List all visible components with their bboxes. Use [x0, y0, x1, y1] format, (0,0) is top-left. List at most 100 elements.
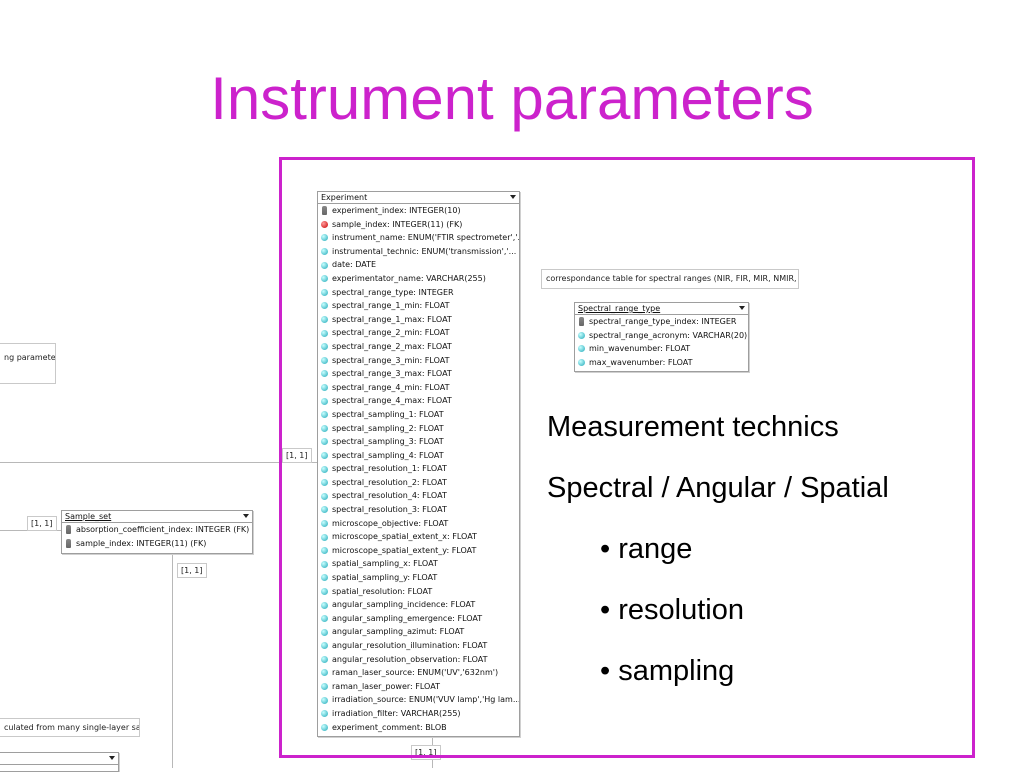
primary-key-icon [322, 206, 327, 216]
column-icon [321, 316, 328, 324]
entity-field-row[interactable]: experiment_index: INTEGER(10) [318, 204, 519, 218]
entity-field-row[interactable]: instrument_name: ENUM('FTIR spectrometer… [318, 231, 519, 245]
entity-field-label: max_wavenumber: FLOAT [589, 357, 693, 367]
entity-field-row[interactable]: instrumental_technic: ENUM('transmission… [318, 245, 519, 259]
chevron-down-icon[interactable] [510, 195, 516, 199]
entity-field-row[interactable]: spectral_sampling_4: FLOAT [318, 449, 519, 463]
connector-line [0, 462, 318, 463]
column-icon [321, 696, 328, 704]
entity-field-label: raman_laser_power: FLOAT [332, 681, 440, 691]
entity-field-row[interactable]: spectral_range_2_min: FLOAT [318, 326, 519, 340]
entity-field-label: spectral_range_2_min: FLOAT [332, 328, 450, 338]
entity-field-row[interactable]: angular_resolution_observation: FLOAT [318, 653, 519, 667]
entity-field-row[interactable]: spectral_range_type_index: INTEGER [575, 315, 748, 329]
entity-field-row[interactable]: irradiation_filter: VARCHAR(255) [318, 707, 519, 721]
entity-field-row[interactable]: angular_sampling_azimut: FLOAT [318, 625, 519, 639]
entity-field-row[interactable]: spatial_resolution: FLOAT [318, 585, 519, 599]
entity-field-row[interactable]: spectral_resolution_4: FLOAT [318, 489, 519, 503]
column-icon [321, 628, 328, 636]
chevron-down-icon[interactable] [109, 756, 115, 760]
entity-field-row[interactable]: microscope_objective: FLOAT [318, 517, 519, 531]
entity-field-label: sample_index: INTEGER(11) (FK) [76, 538, 207, 548]
entity-field-row[interactable]: sample_index: INTEGER(11) (FK) [62, 537, 252, 551]
column-icon [578, 331, 585, 339]
entity-field-row[interactable]: raman_laser_power: FLOAT [318, 680, 519, 694]
entity-field-row[interactable]: absorption_coefficient_index: INTEGER (F… [62, 523, 252, 537]
entity-field-row[interactable]: spectral_range_acronym: VARCHAR(20) [575, 329, 748, 343]
entity-sample-set[interactable]: Sample_set absorption_coefficient_index:… [61, 510, 253, 554]
foreign-key-icon [321, 220, 328, 228]
column-icon [321, 723, 328, 731]
entity-title: Spectral_range_type [578, 304, 661, 313]
entity-field-row[interactable]: date: DATE [318, 258, 519, 272]
entity-field-row[interactable]: max_wavenumber: FLOAT [575, 356, 748, 370]
entity-field-label: spectral_resolution_4: FLOAT [332, 491, 447, 501]
entity-field-row[interactable]: angular_sampling_emergence: FLOAT [318, 612, 519, 626]
entity-spectral-range-type[interactable]: Spectral_range_type spectral_range_type_… [574, 302, 749, 372]
column-icon [321, 669, 328, 677]
column-icon [321, 506, 328, 514]
column-icon [321, 492, 328, 500]
highlight-frame [279, 157, 975, 758]
column-icon [321, 411, 328, 419]
entity-field-row[interactable]: spectral_range_3_max: FLOAT [318, 367, 519, 381]
column-icon [321, 655, 328, 663]
column-icon [321, 234, 328, 242]
entity-field-label: microscope_objective: FLOAT [332, 518, 449, 528]
entity-field-row[interactable]: raman_laser_source: ENUM('UV','632nm') [318, 666, 519, 680]
entity-field-row[interactable]: sample_index: INTEGER(11) (FK) [318, 218, 519, 232]
entity-field-row[interactable]: irradiation_source: ENUM('VUV lamp','Hg … [318, 693, 519, 707]
entity-field-label: irradiation_filter: VARCHAR(255) [332, 708, 461, 718]
entity-field-row[interactable]: angular_sampling_incidence: FLOAT [318, 598, 519, 612]
entity-field-label: spectral_sampling_1: FLOAT [332, 409, 444, 419]
column-icon [321, 370, 328, 378]
entity-field-row[interactable]: spectral_sampling_1: FLOAT [318, 408, 519, 422]
entity-header[interactable]: Spectral_range_type [575, 303, 748, 315]
entity-field-label: spectral_range_1_min: FLOAT [332, 301, 450, 311]
entity-field-row[interactable]: microscope_spatial_extent_y: FLOAT [318, 544, 519, 558]
entity-header[interactable]: Sample_set [62, 511, 252, 523]
column-icon [321, 615, 328, 623]
entity-header[interactable]: Experiment [318, 192, 519, 204]
entity-field-row[interactable]: experiment_comment: BLOB [318, 721, 519, 735]
entity-field-label: microscope_spatial_extent_y: FLOAT [332, 545, 477, 555]
entity-field-label: spectral_range_4_min: FLOAT [332, 382, 450, 392]
entity-field-row[interactable]: spectral_range_4_max: FLOAT [318, 394, 519, 408]
entity-field-label: sample_index: INTEGER(11) (FK) [332, 219, 463, 229]
chevron-down-icon[interactable] [739, 306, 745, 310]
entity-field-row[interactable]: spectral_sampling_3: FLOAT [318, 435, 519, 449]
primary-key-icon [66, 525, 71, 535]
bullet-subheading: Spectral / Angular / Spatial [547, 472, 889, 504]
entity-field-row[interactable]: spectral_resolution_3: FLOAT [318, 503, 519, 517]
column-icon [321, 397, 328, 405]
entity-field-row[interactable]: spectral_resolution_1: FLOAT [318, 462, 519, 476]
entity-field-row[interactable]: spectral_range_4_min: FLOAT [318, 381, 519, 395]
entity-field-row[interactable]: microscope_spatial_extent_x: FLOAT [318, 530, 519, 544]
entity-field-row[interactable]: spectral_range_1_max: FLOAT [318, 313, 519, 327]
entity-field-row[interactable]: spectral_sampling_2: FLOAT [318, 422, 519, 436]
entity-field-row[interactable]: spatial_sampling_x: FLOAT [318, 557, 519, 571]
connector-line [172, 553, 173, 768]
entity-field-row[interactable]: spectral_resolution_2: FLOAT [318, 476, 519, 490]
column-icon [321, 642, 328, 650]
entity-field-row[interactable]: spectral_range_1_min: FLOAT [318, 299, 519, 313]
entity-field-label: experiment_comment: BLOB [332, 722, 447, 732]
entity-field-row[interactable]: min_wavenumber: FLOAT [575, 342, 748, 356]
entity-experiment[interactable]: Experiment experiment_index: INTEGER(10)… [317, 191, 520, 737]
entity-field-row[interactable]: spatial_sampling_y: FLOAT [318, 571, 519, 585]
primary-key-icon [579, 317, 584, 327]
entity-field-label: spectral_range_type_index: INTEGER [589, 317, 737, 326]
entity-field-label: microscope_spatial_extent_x: FLOAT [332, 532, 477, 542]
entity-title: Experiment [321, 193, 368, 202]
chevron-down-icon[interactable] [243, 514, 249, 518]
column-icon [321, 601, 328, 609]
entity-card-partial[interactable] [0, 752, 119, 772]
entity-field-row[interactable]: angular_resolution_illumination: FLOAT [318, 639, 519, 653]
column-icon [321, 533, 328, 541]
column-icon [321, 356, 328, 364]
entity-field-row[interactable]: spectral_range_2_max: FLOAT [318, 340, 519, 354]
entity-field-row[interactable]: spectral_range_3_min: FLOAT [318, 354, 519, 368]
entity-field-label: spatial_sampling_x: FLOAT [332, 559, 438, 569]
entity-field-row[interactable]: experimentator_name: VARCHAR(255) [318, 272, 519, 286]
entity-field-row[interactable]: spectral_range_type: INTEGER [318, 286, 519, 300]
